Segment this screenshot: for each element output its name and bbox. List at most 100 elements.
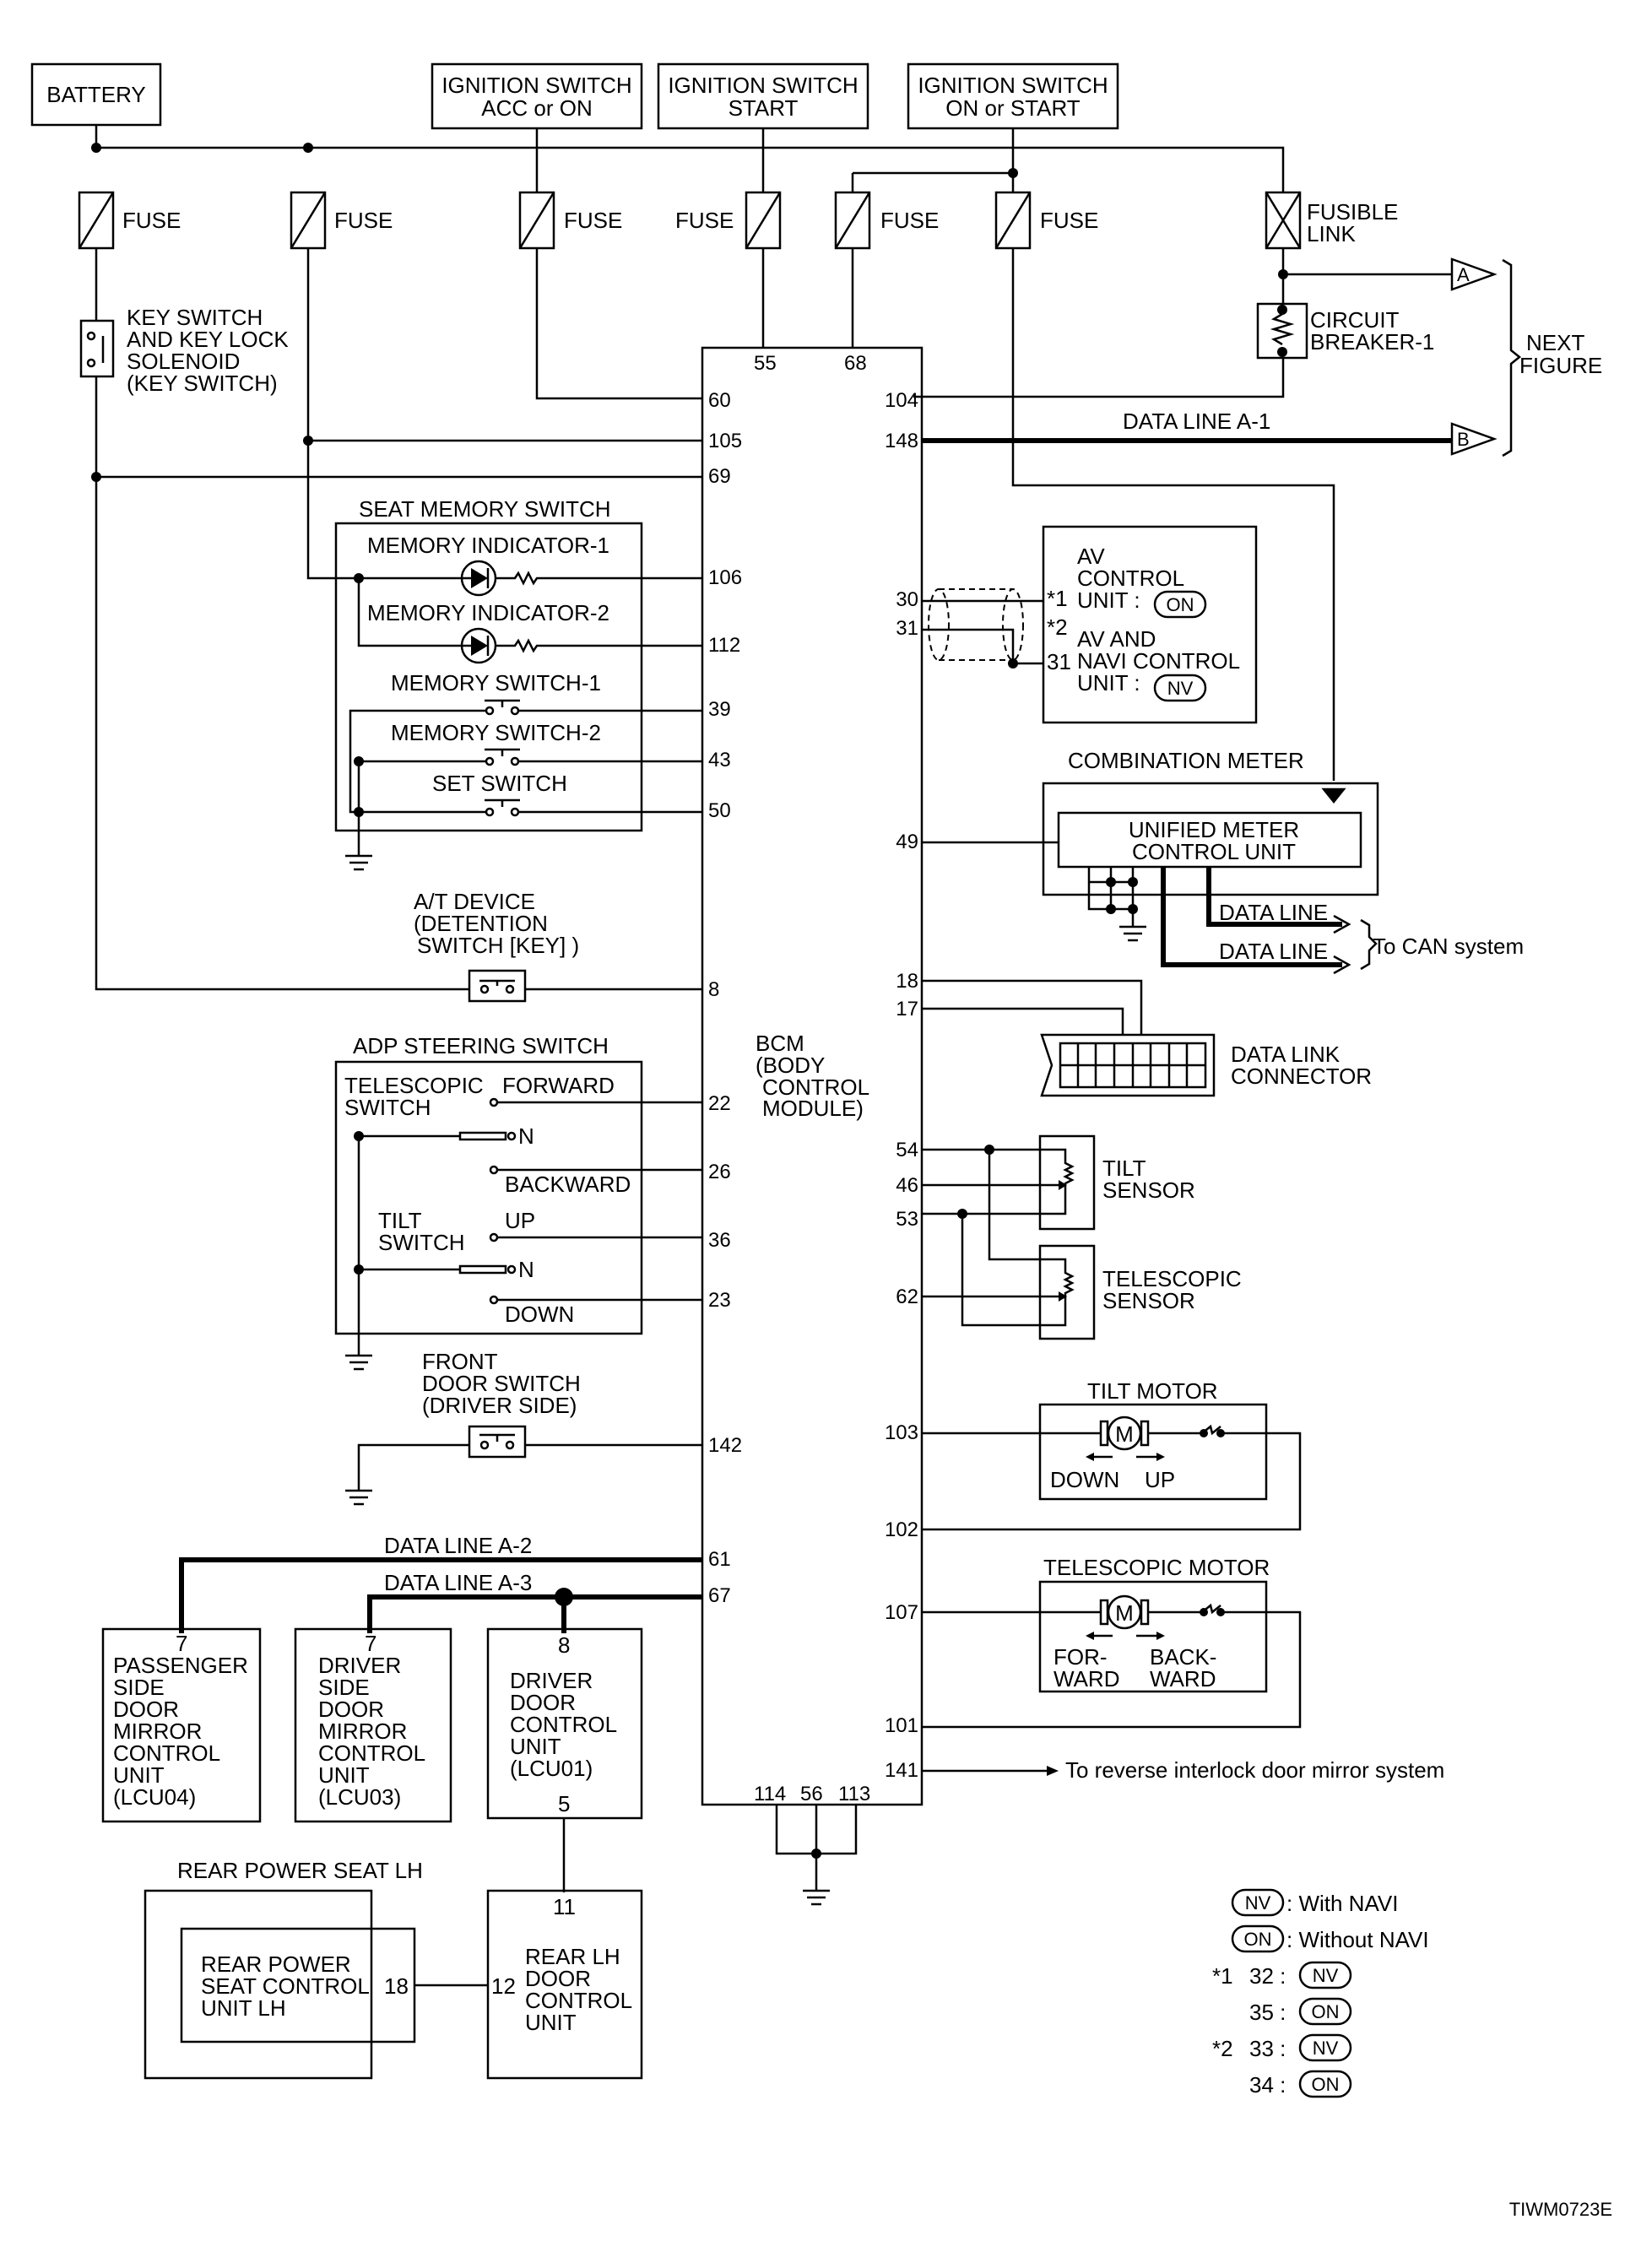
svg-text:SENSOR: SENSOR xyxy=(1102,1288,1195,1313)
svg-text:FUSE: FUSE xyxy=(334,208,393,233)
svg-text:FUSE: FUSE xyxy=(1040,208,1098,233)
svg-text:UP: UP xyxy=(505,1208,535,1233)
svg-text:UP: UP xyxy=(1145,1467,1175,1492)
svg-text:REAR POWER: REAR POWER xyxy=(201,1951,351,1977)
svg-text:(BODY: (BODY xyxy=(756,1053,825,1078)
next-figure-connectors: A B NEXT FIGURE xyxy=(1450,257,1602,457)
svg-text:*2: *2 xyxy=(1212,2036,1233,2061)
telescopic-sensor: TELESCOPIC SENSOR xyxy=(922,1150,1242,1340)
svg-text:MEMORY SWITCH-1: MEMORY SWITCH-1 xyxy=(391,670,601,696)
svg-text:: With NAVI: : With NAVI xyxy=(1286,1891,1398,1916)
svg-text:NV: NV xyxy=(1245,1892,1271,1914)
svg-text:SOLENOID: SOLENOID xyxy=(127,349,240,374)
svg-text:60: 60 xyxy=(708,389,731,412)
svg-text:DOOR: DOOR xyxy=(510,1690,576,1715)
svg-text:ACC or ON: ACC or ON xyxy=(481,95,592,121)
svg-text:SENSOR: SENSOR xyxy=(1102,1177,1195,1203)
svg-text:AV: AV xyxy=(1077,544,1105,569)
fuse-symbols xyxy=(78,173,1302,250)
svg-text:7: 7 xyxy=(365,1631,376,1656)
svg-text:DOOR: DOOR xyxy=(525,1966,591,1991)
svg-text:FUSE: FUSE xyxy=(564,208,622,233)
svg-text:22: 22 xyxy=(708,1092,731,1115)
svg-text:NV: NV xyxy=(1313,2038,1339,2059)
svg-text:CONTROL: CONTROL xyxy=(762,1074,869,1100)
svg-text:*1: *1 xyxy=(1212,1963,1233,1989)
legend: NV : With NAVI ON : Without NAVI *1 32 :… xyxy=(1212,1888,1429,2098)
svg-text:107: 107 xyxy=(885,1601,918,1624)
ignition-start-box: IGNITION SWITCH START xyxy=(657,62,869,130)
svg-text:(LCU03): (LCU03) xyxy=(318,1784,401,1810)
svg-text:SWITCH: SWITCH xyxy=(378,1230,465,1255)
svg-text:ON: ON xyxy=(1167,594,1194,615)
svg-text:ON: ON xyxy=(1312,2001,1340,2022)
av-control-unit: *1 *2 31 AV CONTROL UNIT : ON AV AND NAV… xyxy=(922,525,1258,724)
svg-text:BATTERY: BATTERY xyxy=(46,82,146,107)
svg-text:DATA LINE A-3: DATA LINE A-3 xyxy=(384,1570,532,1595)
svg-text:BACK-: BACK- xyxy=(1150,1644,1216,1670)
svg-text:101: 101 xyxy=(885,1714,918,1737)
svg-text:49: 49 xyxy=(896,831,918,853)
svg-text:SEAT CONTROL: SEAT CONTROL xyxy=(201,1973,370,1999)
lcu01-box: 8 DRIVER DOOR CONTROL UNIT (LCU01) 5 xyxy=(486,1627,643,1892)
svg-text:112: 112 xyxy=(708,634,740,657)
svg-text:8: 8 xyxy=(708,978,719,1001)
svg-text:LINK: LINK xyxy=(1307,221,1356,246)
svg-text:ON: ON xyxy=(1244,1929,1272,1950)
svg-text:M: M xyxy=(1115,1421,1134,1447)
svg-text:102: 102 xyxy=(885,1518,918,1541)
svg-text:CONTROL: CONTROL xyxy=(510,1712,617,1737)
svg-text:DRIVER: DRIVER xyxy=(510,1668,593,1693)
svg-text:SWITCH: SWITCH xyxy=(344,1095,431,1120)
svg-text:17: 17 xyxy=(896,998,918,1020)
svg-text:TILT: TILT xyxy=(1102,1156,1146,1181)
svg-text:MEMORY INDICATOR-1: MEMORY INDICATOR-1 xyxy=(367,533,609,558)
ignition-on-box: IGNITION SWITCH ON or START xyxy=(907,62,1119,130)
svg-text:8: 8 xyxy=(558,1632,570,1658)
svg-text:BACKWARD: BACKWARD xyxy=(505,1172,631,1197)
svg-text:104: 104 xyxy=(885,389,918,412)
svg-text:32 :: 32 : xyxy=(1249,1963,1286,1989)
svg-text:148: 148 xyxy=(885,430,918,452)
svg-text:DATA LINE A-2: DATA LINE A-2 xyxy=(384,1533,532,1558)
svg-text:M: M xyxy=(1115,1600,1134,1626)
reverse-interlock-arrow: To reverse interlock door mirror system xyxy=(922,1757,1444,1783)
svg-text:KEY SWITCH: KEY SWITCH xyxy=(127,305,263,330)
svg-text:54: 54 xyxy=(896,1139,918,1161)
svg-text:46: 46 xyxy=(896,1174,918,1197)
svg-text:To CAN system: To CAN system xyxy=(1373,934,1524,959)
svg-text:CONNECTOR: CONNECTOR xyxy=(1231,1064,1372,1089)
adp-steering-switch: ADP STEERING SWITCH TELESCOPIC SWITCH FO… xyxy=(334,1033,702,1371)
svg-text:IGNITION SWITCH: IGNITION SWITCH xyxy=(918,73,1108,98)
svg-text:TILT: TILT xyxy=(378,1208,422,1233)
svg-text:N: N xyxy=(518,1123,534,1149)
svg-text:67: 67 xyxy=(708,1584,731,1607)
svg-text:NEXT: NEXT xyxy=(1526,330,1584,355)
svg-text:7: 7 xyxy=(176,1631,187,1656)
bcm-ground xyxy=(775,1805,858,1906)
svg-text:WARD: WARD xyxy=(1150,1666,1216,1692)
svg-text:DATA LINK: DATA LINK xyxy=(1231,1042,1341,1067)
svg-text:62: 62 xyxy=(896,1286,918,1308)
lcu04-box: 7 PASSENGER SIDE DOOR MIRROR CONTROL UNI… xyxy=(101,1627,262,1823)
svg-text:5: 5 xyxy=(558,1791,570,1816)
svg-text:UNIT :: UNIT : xyxy=(1077,587,1140,613)
svg-text:TELESCOPIC: TELESCOPIC xyxy=(1102,1266,1242,1291)
svg-text:43: 43 xyxy=(708,749,731,771)
svg-text:DOOR: DOOR xyxy=(318,1697,384,1722)
rear-power-seat: REAR POWER SEAT LH REAR POWER SEAT CONTR… xyxy=(144,1858,423,2080)
svg-text:*1: *1 xyxy=(1047,586,1068,611)
svg-text:UNIFIED METER: UNIFIED METER xyxy=(1129,817,1299,842)
svg-text:142: 142 xyxy=(708,1434,742,1457)
front-door-switch: FRONT DOOR SWITCH (DRIVER SIDE) xyxy=(345,1349,702,1506)
svg-text:FUSE: FUSE xyxy=(675,208,734,233)
svg-text:105: 105 xyxy=(708,430,742,452)
svg-text:11: 11 xyxy=(553,1894,576,1919)
svg-text:AND KEY LOCK: AND KEY LOCK xyxy=(127,327,289,352)
svg-text:DOWN: DOWN xyxy=(505,1302,574,1327)
svg-text:TELESCOPIC: TELESCOPIC xyxy=(344,1073,484,1098)
battery-bus xyxy=(91,125,1285,192)
svg-text:31: 31 xyxy=(1047,649,1071,674)
figure-code: TIWM0723E xyxy=(1509,2199,1612,2220)
